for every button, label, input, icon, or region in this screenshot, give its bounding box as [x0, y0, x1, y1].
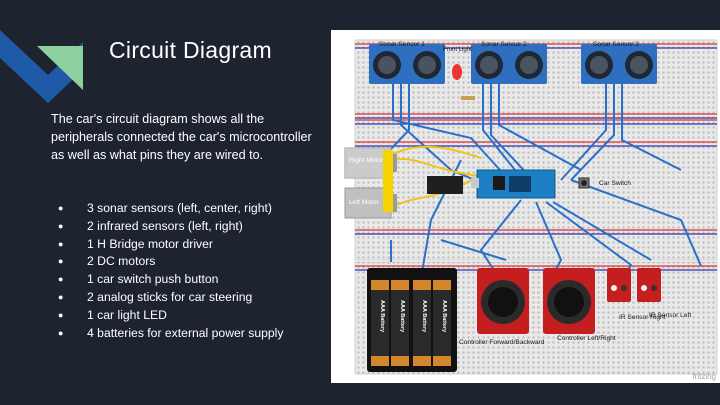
list-item: ●2 infrared sensors (left, right) [58, 218, 283, 236]
list-item: ●4 batteries for external power supply [58, 325, 283, 343]
battery-pack [367, 268, 457, 372]
controller-lr-label: Controller Left/Right [557, 335, 616, 342]
motor-drawings [344, 147, 397, 219]
list-item: ●1 car switch push button [58, 271, 283, 289]
controller-fb-label: Controller Forward/Backward [459, 339, 545, 346]
left-motor-label: Left Motor [349, 199, 379, 206]
bullet-icon: ● [58, 220, 64, 231]
list-item: ●2 DC motors [58, 253, 283, 271]
arduino-drawing [471, 169, 556, 199]
sonar-sensor-2 [471, 44, 547, 84]
battery-label: AAA Battery [399, 300, 405, 333]
component-list: ●3 sonar sensors (left, center, right) ●… [58, 200, 283, 342]
ir-right-label: IR Sensor Right [619, 314, 666, 321]
ir-left-label: IR Sensor Left [649, 312, 692, 319]
slide-title: Circuit Diagram [109, 37, 272, 63]
list-item: ●1 car light LED [58, 307, 283, 325]
front-light-label: Front Light [443, 47, 472, 53]
battery-label: AAA Battery [441, 300, 447, 333]
joystick-2 [543, 268, 595, 334]
bullet-icon: ● [58, 203, 64, 213]
battery-label: AAA Battery [379, 300, 385, 333]
bullet-icon: ● [58, 327, 64, 338]
joystick-1 [477, 268, 529, 334]
sonar-sensor-3 [581, 44, 657, 84]
list-item: ●1 H Bridge motor driver [58, 236, 283, 254]
bullet-icon: ● [58, 238, 64, 249]
corner-decoration [0, 30, 83, 103]
list-item: ●2 analog sticks for car steering [58, 289, 283, 307]
intro-paragraph: The car's circuit diagram shows all the … [51, 112, 312, 162]
fritzing-watermark: fritzing [692, 372, 716, 381]
breadboard-drawing [344, 39, 718, 375]
sonar-right-label: Sonar Sensor 3 [593, 41, 639, 48]
circuit-diagram: Sonar Sensor 1 Sonar Sensor 2 Sonar Sens… [331, 30, 720, 383]
bullet-icon: ● [58, 274, 64, 285]
sonar-center-label: Sonar Sensor 2 [481, 41, 527, 48]
bullet-icon: ● [58, 309, 64, 320]
car-switch-label: Car Switch [599, 180, 631, 187]
sonar-left-label: Sonar Sensor 1 [379, 41, 425, 48]
right-motor-label: Right Motor [349, 157, 384, 164]
bullet-icon: ● [58, 256, 64, 267]
bullet-icon: ● [58, 291, 64, 302]
battery-label: AAA Battery [421, 300, 427, 333]
sonar-sensor-1 [369, 44, 445, 84]
list-item: ●3 sonar sensors (left, center, right) [58, 200, 283, 218]
